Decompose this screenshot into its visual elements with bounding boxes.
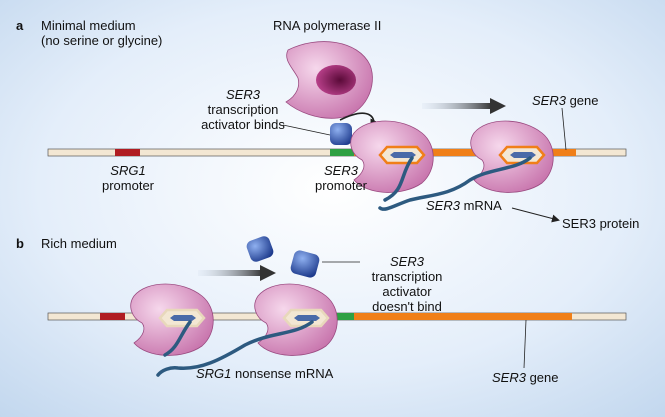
dna-strand-a: [47, 148, 627, 157]
polymerase-transcribing-b2: [254, 283, 338, 356]
ser3-gene-a: [354, 149, 576, 156]
gene-leader-a: [561, 107, 567, 151]
panel-b-condition: Rich medium: [41, 236, 117, 251]
polymerase-transcribing-a2: [470, 120, 554, 193]
polymerase-transcribing-a1: [350, 120, 434, 193]
srg1-promoter-word: promoter: [101, 178, 155, 193]
condition-line-2: (no serine or glycine): [41, 33, 163, 48]
condition-line-1: Minimal medium: [41, 18, 136, 33]
ser3-gene-label-b: SER3 gene: [492, 370, 559, 385]
ser3-mrna-label: SER3 mRNA: [426, 198, 502, 213]
activator-line-4-b: doesn't bind: [372, 299, 442, 314]
srg1-name: SRG1: [110, 163, 146, 178]
gene-suffix-b: gene: [525, 370, 559, 385]
activator-line-2-b: transcription: [371, 269, 443, 284]
activator-not-binding-label: SER3 transcription activator doesn't bin…: [352, 254, 462, 314]
mrna-name-a: SER3: [426, 198, 460, 213]
gene-name-b: SER3: [492, 370, 526, 385]
ser3-protein-label: SER3 protein: [562, 216, 640, 231]
activator-line-3-b: activator: [382, 284, 432, 299]
srg1-promoter-b: [100, 313, 125, 320]
srg1-promoter-a: [115, 149, 140, 156]
protein-arrow: [511, 207, 560, 223]
ser3-activator-free-1: [246, 236, 274, 262]
gene-name-a: SER3: [532, 93, 566, 108]
polymerase-transcribing-b1: [130, 283, 214, 356]
ser3-promoter-a: [330, 149, 354, 156]
polymerase-label: RNA polymerase II: [273, 18, 382, 33]
mrna-a2: [378, 156, 532, 211]
rna-polymerase-free: [285, 41, 373, 119]
mrna-suffix-a: mRNA: [459, 198, 502, 213]
panel-a-condition: Minimal medium (no serine or glycine): [41, 18, 162, 48]
direction-arrow-a-head: [490, 98, 506, 114]
direction-arrow-b-head: [260, 265, 276, 281]
ser3-promoter-word: promoter: [314, 178, 368, 193]
mrna-b1: [163, 320, 192, 357]
activator-line-3-a: activator binds: [201, 117, 285, 132]
panel-b-letter: b: [16, 236, 24, 251]
ser3-gene-b: [354, 313, 572, 320]
mrna-suffix-b: nonsense mRNA: [231, 366, 334, 381]
mrna-a1: [383, 156, 414, 202]
gene-suffix-a: gene: [565, 93, 599, 108]
activator-leader-a: [282, 124, 331, 136]
mrna-name-b: SRG1: [196, 366, 232, 381]
activator-name-a: SER3: [226, 87, 260, 102]
ser3-activator-bound: [330, 123, 352, 145]
direction-arrow-b-shaft: [198, 270, 263, 276]
ser3-promoter-label: SER3 promoter: [296, 163, 386, 193]
direction-arrow-a-shaft: [422, 103, 492, 109]
mrna-b2: [156, 320, 314, 377]
panel-a-header: a: [16, 18, 23, 33]
activator-binds-label: SER3 transcription activator binds: [188, 87, 298, 132]
ser3-promoter-b: [330, 313, 354, 320]
gene-leader-b: [523, 319, 527, 369]
ser3-gene-label-a: SER3 gene: [532, 93, 599, 108]
activator-name-b: SER3: [390, 254, 424, 269]
ser3-activator-free-2: [290, 250, 320, 278]
panel-b-header: b: [16, 236, 24, 251]
activator-line-2-a: transcription: [207, 102, 279, 117]
ser3-promoter-name: SER3: [324, 163, 358, 178]
srg1-mrna-label: SRG1 nonsense mRNA: [196, 366, 333, 381]
panel-a-letter: a: [16, 18, 24, 33]
srg1-promoter-label: SRG1 promoter: [78, 163, 178, 193]
